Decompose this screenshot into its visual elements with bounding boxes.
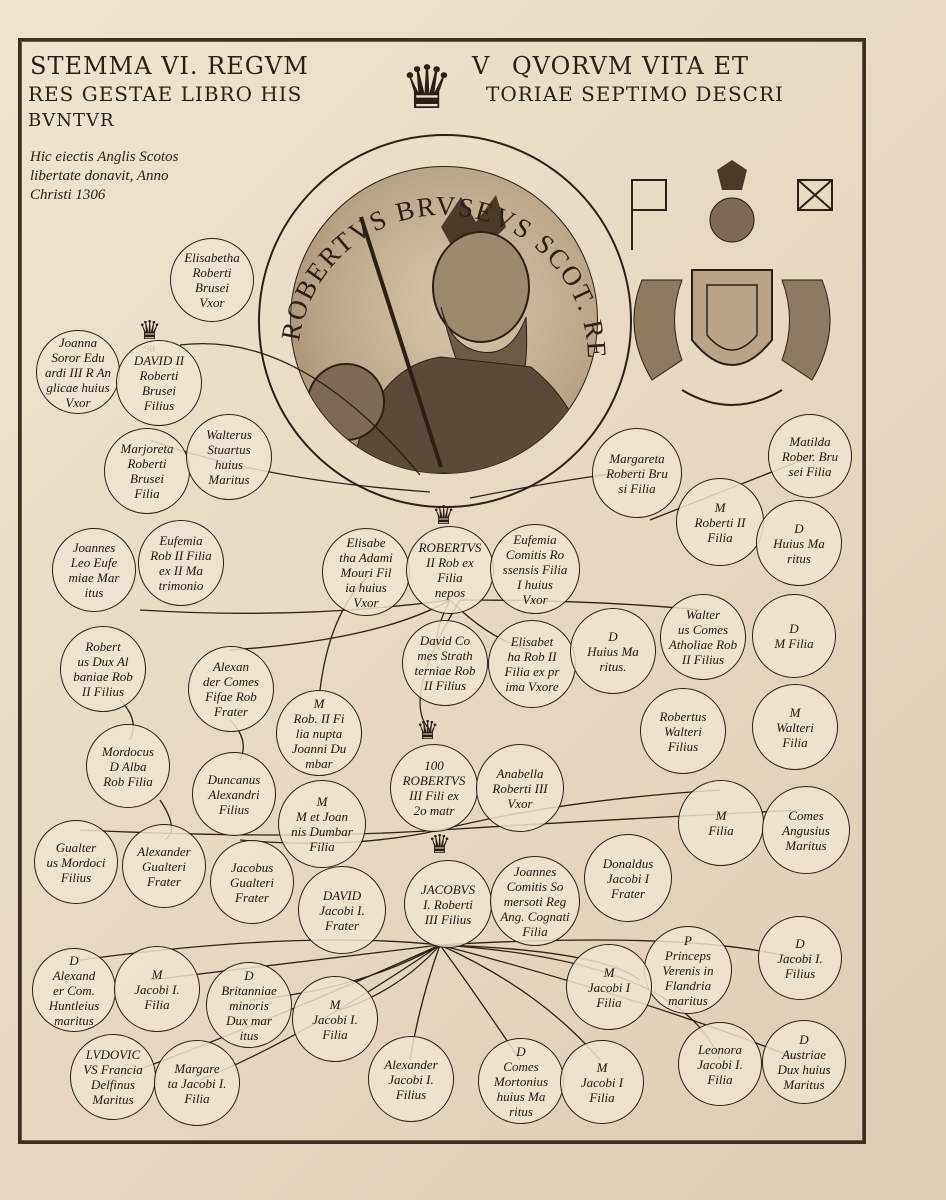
note-line-1: Hic eiectis Anglis Scotos xyxy=(30,149,179,165)
person-node-m-jacobi2: M Jacobi I. Filia xyxy=(292,976,378,1062)
crown-icon-jacobus: ♛ xyxy=(428,830,452,860)
note-line-2: libertate donavit, Anno xyxy=(30,168,169,184)
person-node-margareta-jacobi: Margare ta Jacobi I. Filia xyxy=(154,1040,240,1126)
person-node-matilda: Matilda Rober. Bru sei Filia xyxy=(768,414,852,498)
medallion-ring xyxy=(258,134,632,508)
engraving-plate xyxy=(18,38,866,1144)
person-node-david-strath: David Co mes Strath terniae Rob II Filiu… xyxy=(402,620,488,706)
person-node-austriae: D Austriae Dux huius Maritus xyxy=(762,1020,846,1104)
person-node-alexander-fifae: Alexan der Comes Fifae Rob Frater xyxy=(188,646,274,732)
title-line3: BVNTVR xyxy=(28,110,115,131)
person-node-joannes-leo: Joannes Leo Eufe miae Mar itus xyxy=(52,528,136,612)
person-node-d-huius2: D Huius Ma ritus. xyxy=(570,608,656,694)
title-line1-left: STEMMA VI. REGVM xyxy=(30,52,309,80)
person-node-margareta-rb: Margareta Roberti Bru si Filia xyxy=(592,428,682,518)
person-node-elisabetha-rob2: Elisabet ha Rob II Filia ex pr ima Vxore xyxy=(488,620,576,708)
person-node-elisabetha: Elisabetha Roberti Brusei Vxor xyxy=(170,238,254,322)
person-node-britanniae: D Britanniae minoris Dux mar itus xyxy=(206,962,292,1048)
person-node-leonora: Leonora Jacobi I. Filia xyxy=(678,1022,762,1106)
person-node-eufemia-ross: Eufemia Comitis Ro ssensis Filia I huius… xyxy=(490,524,580,614)
person-node-m-jacobi4: M Jacobi I Filia xyxy=(560,1040,644,1124)
person-node-anabella: Anabella Roberti III Vxor xyxy=(476,744,564,832)
person-node-donaldus: Donaldus Jacobi I Frater xyxy=(584,834,672,922)
person-node-robertus-walteri: Robertus Walteri Filius xyxy=(640,688,726,774)
coat-of-arms xyxy=(612,160,852,420)
crown-icon-david: ♛ xyxy=(138,316,162,346)
person-node-d-mfilia: D M Filia xyxy=(752,594,836,678)
note-line-3: Christi 1306 xyxy=(30,187,106,203)
person-node-ludovicus: LVDOVIC VS Francia Delfinus Maritus xyxy=(70,1034,156,1120)
person-node-david2: DAVID II Roberti Brusei Filius xyxy=(116,340,202,426)
person-node-mordocus: Mordocus D Alba Rob Filia xyxy=(86,724,170,808)
person-node-jacobus1: JACOBVS I. Roberti III Filius xyxy=(404,860,492,948)
person-node-elisabetha-adam: Elisabe tha Adami Mouri Fil ia huius Vxo… xyxy=(322,528,410,616)
title-line1-right: QVORVM VITA ET xyxy=(512,52,750,80)
person-node-robertus2: ROBERTVS II Rob ex Filia nepos xyxy=(406,526,494,614)
person-node-m-filia: M Filia xyxy=(678,780,764,866)
title-line1-mid: V xyxy=(472,52,491,80)
person-node-comes-mortonius: D Comes Mortonius huius Ma ritus xyxy=(478,1038,564,1124)
person-node-walterus-athol: Walter us Comes Atholiae Rob II Filius xyxy=(660,594,746,680)
person-node-m-walteri: M Walteri Filia xyxy=(752,684,838,770)
person-node-duncanus: Duncanus Alexandri Filius xyxy=(192,752,276,836)
person-node-robertus-albaniae: Robert us Dux Al baniae Rob II Filius xyxy=(60,626,146,712)
person-node-marjoreta: Marjoreta Roberti Brusei Filia xyxy=(104,428,190,514)
coat-of-arms-icon xyxy=(631,160,833,406)
person-node-alexander-huntleius: D Alexand er Com. Huntleius maritus xyxy=(32,948,116,1032)
person-node-m-rob2-filia: M Rob. II Fi lia nupta Joanni Du mbar xyxy=(276,690,362,776)
person-node-m-jacobi1: M Jacobi I. Filia xyxy=(114,946,200,1032)
top-crown-icon: ♛ xyxy=(400,53,454,123)
person-node-comes-angusius: Comes Angusius Maritus xyxy=(762,786,850,874)
person-node-robertus3: 100 ROBERTVS III Fili ex 2o matr xyxy=(390,744,478,832)
person-node-david-jacobi: DAVID Jacobi I. Frater xyxy=(298,866,386,954)
person-node-alexander-gualteri: Alexander Gualteri Frater xyxy=(122,824,206,908)
title-line2-right: TORIAE SEPTIMO DESCRI xyxy=(486,82,784,106)
person-node-princeps: P Princeps Verenis in Flandria maritus xyxy=(644,926,732,1014)
person-node-d-huius1: D Huius Ma ritus xyxy=(756,500,842,586)
person-node-joannes-somersoti: Joannes Comitis So mersoti Reg Ang. Cogn… xyxy=(490,856,580,946)
person-node-d-jacobi-filius: D Jacobi I. Filius xyxy=(758,916,842,1000)
king-portrait-icon xyxy=(307,195,592,473)
medallion-portrait xyxy=(290,166,598,474)
person-node-walterus: Walterus Stuartus huius Maritus xyxy=(186,414,272,500)
person-node-jacobus-gualteri: Jacobus Gualteri Frater xyxy=(210,840,294,924)
dedication-note: Hic eiectis Anglis Scotos libertate dona… xyxy=(30,148,270,205)
person-node-m-joannis: M M et Joan nis Dumbar Filia xyxy=(278,780,366,868)
title-line2-left: RES GESTAE LIBRO HIS xyxy=(28,82,303,106)
person-node-m-jacobi3: M Jacobi I Filia xyxy=(566,944,652,1030)
person-node-gualterus: Gualter us Mordoci Filius xyxy=(34,820,118,904)
crown-icon-robertus3: ♛ xyxy=(416,716,440,746)
person-node-eufemia1: Eufemia Rob II Filia ex II Ma trimonio xyxy=(138,520,224,606)
person-node-joanna: Joanna Soror Edu ardi III R An glicae hu… xyxy=(36,330,120,414)
person-node-alexander-jacobi: Alexander Jacobi I. Filius xyxy=(368,1036,454,1122)
person-node-m-roberti2: M Roberti II Filia xyxy=(676,478,764,566)
crown-icon-robertus2: ♛ xyxy=(432,501,456,531)
